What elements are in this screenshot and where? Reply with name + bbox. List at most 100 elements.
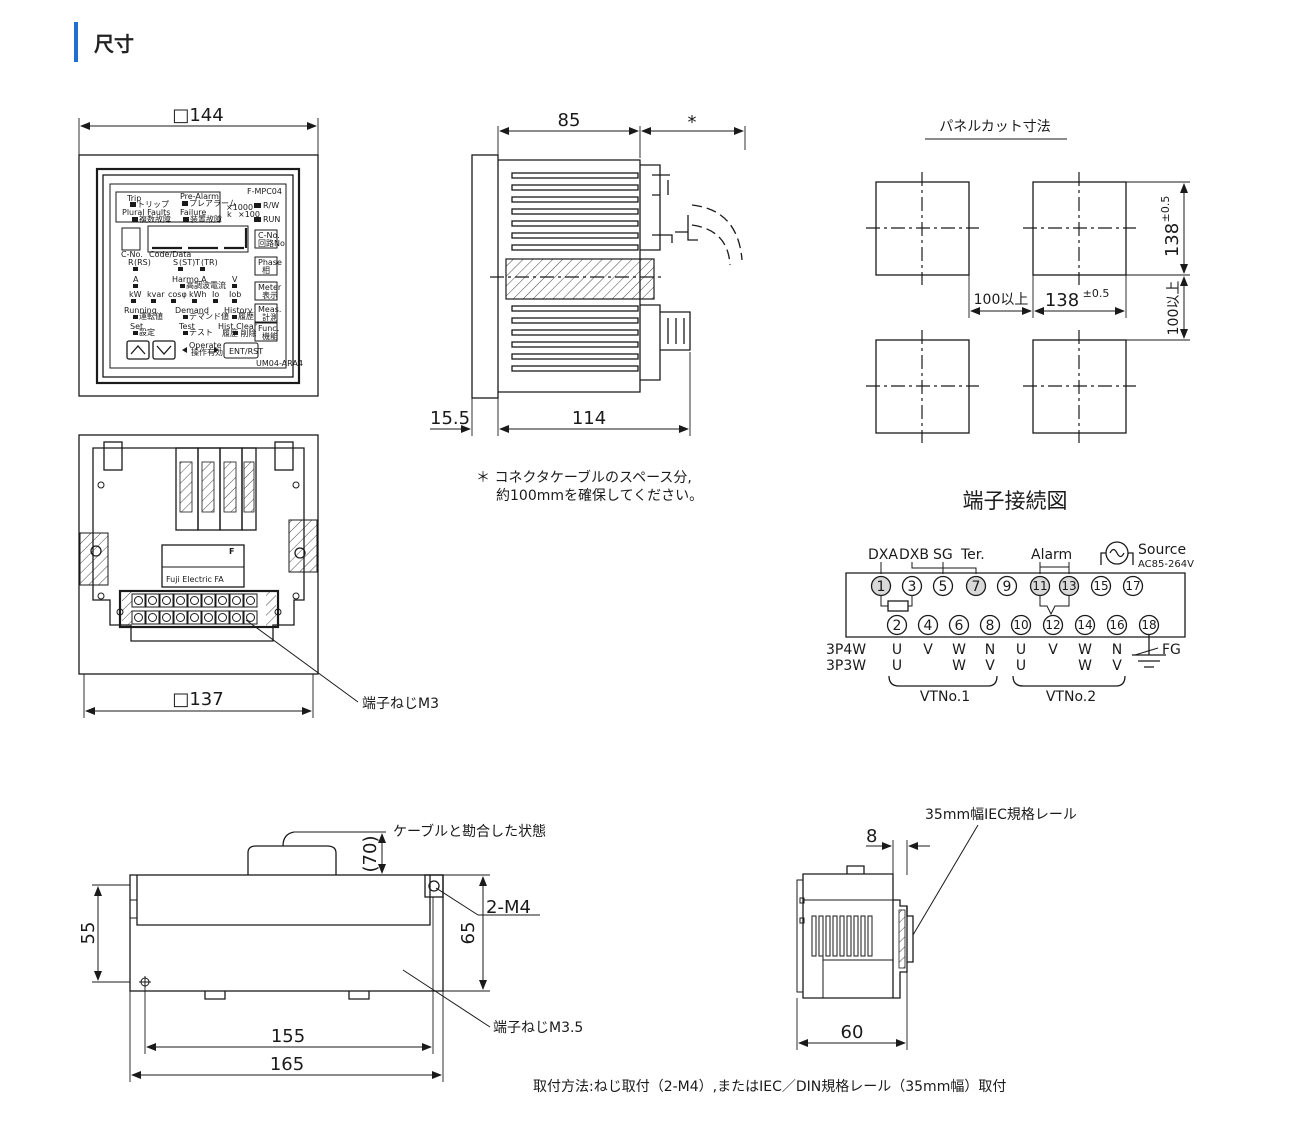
source-voltage: AC85-264V [1138, 559, 1194, 570]
panel-cut-title: パネルカット寸法 [939, 119, 1051, 135]
iob-label: Iob [229, 290, 241, 299]
cno-small-label: C-No. [121, 250, 143, 259]
ground-icon [1132, 635, 1166, 668]
dim-85: 85 [558, 110, 581, 131]
terminal-7: 7 [972, 579, 981, 595]
kw-label: kW [129, 290, 142, 299]
side-note-line1: ＊ コネクタケーブルのスペース分, [476, 469, 692, 486]
down-button-shape [152, 340, 176, 360]
a-label: A [133, 275, 139, 284]
panel-cut-diagram: パネルカット寸法 138 ±0.5 100以上 100以上 138 [866, 119, 1190, 443]
trip-sub: トリップ [137, 200, 169, 209]
kwh-label: kWh [189, 290, 207, 299]
chevron-up-icon [130, 345, 146, 355]
front-view: □144 F-MPC04 Trip トリップ Pre-Alarm プレアラーム … [78, 105, 319, 397]
terminal-block [118, 589, 280, 629]
plural-sub: 複数故障 [139, 214, 171, 224]
meas-button: Meas. [258, 305, 281, 314]
v-label: V [232, 275, 238, 284]
m4-label: 2-M4 [486, 897, 531, 918]
section-accent-bar [74, 22, 78, 62]
terminal-17: 17 [1125, 579, 1140, 593]
p3-w1: W [952, 658, 966, 674]
rail-mount-view: 35mm幅IEC規格レール 8 60 [533, 807, 1077, 1095]
dim-60: 60 [841, 1022, 864, 1043]
top-terminal-row: 1 3 5 7 9 11 13 15 17 [870, 575, 1144, 597]
part-number: UM04-ARA4 [256, 359, 303, 368]
trip-label: Trip [126, 194, 141, 203]
io-label: Io [212, 290, 219, 299]
operate-label: Operate [189, 341, 222, 350]
p4-u2: U [1016, 642, 1026, 658]
back-width-label: □137 [172, 689, 223, 710]
hist-sub: 履歴 削除 [222, 328, 257, 338]
history-sub: 履歴 [238, 312, 254, 321]
test-sub: テスト [189, 328, 213, 337]
running-label: Running [124, 306, 157, 315]
front-panel-labels: F-MPC04 Trip トリップ Pre-Alarm プレアラーム Plura… [115, 187, 303, 368]
st-label: (ST) [179, 258, 195, 267]
right-triangle-icon [214, 347, 219, 353]
front-width-label: □144 [172, 105, 223, 126]
terminal-13: 13 [1061, 579, 1076, 593]
code-data-label: Code/Data [149, 250, 191, 259]
alarm-label: Alarm [1031, 547, 1072, 563]
r-label: R [128, 258, 134, 267]
terminal-14: 14 [1077, 618, 1092, 632]
dim-114: 114 [572, 408, 606, 429]
section-header: 尺寸 [74, 22, 134, 62]
operate-sub: 操作有効 [191, 347, 223, 357]
dim-100-horizontal: 100以上 [974, 292, 1029, 308]
vt1-label: VTNo.1 [920, 689, 970, 705]
vt2-label: VTNo.2 [1046, 689, 1096, 705]
phase-sub: 相 [262, 265, 270, 275]
demand-sub: デマンド値 [189, 311, 229, 321]
dim-155: 155 [271, 1026, 305, 1047]
terminal-2: 2 [893, 618, 902, 634]
plural-faults-label: Plural Faults [122, 208, 170, 217]
side-fins [511, 172, 639, 372]
cable-label: ケーブルと勘合した状態 [393, 823, 546, 840]
test-label: Test [178, 322, 195, 331]
mounting-method: 取付方法:ねじ取付（2-M4）,またはIEC／DIN規格レール（35mm幅）取付 [533, 1079, 1006, 1095]
p4-v1: V [923, 642, 933, 658]
dim-star: * [688, 112, 697, 133]
side-note-line2: 約100mmを確保してください。 [496, 488, 703, 504]
terminal-5: 5 [939, 579, 948, 595]
rs-label: (RS) [134, 258, 151, 267]
p3-v2: V [1112, 658, 1122, 674]
rw-label: R/W [263, 201, 279, 210]
terminal-10: 10 [1013, 618, 1028, 632]
p3-u2: U [1016, 658, 1026, 674]
terminal-6: 6 [955, 618, 964, 634]
terminal-15: 15 [1093, 579, 1108, 593]
terminal-12: 12 [1045, 618, 1060, 632]
terminal-connection-diagram: 端子接続図 DXA DXB SG Ter. Alarm Source AC85-… [826, 489, 1194, 705]
ent-rst-button: ENT/RST [229, 347, 263, 356]
hist-clear-label: Hist.Clear [218, 322, 258, 331]
dim-138-vertical: 138 [1162, 223, 1183, 257]
fg-label: FG [1162, 642, 1181, 658]
terminal-18: 18 [1141, 618, 1156, 632]
tol-vertical: ±0.5 [1159, 196, 1172, 223]
failure-label: Failure [180, 208, 206, 217]
terminal-16: 16 [1109, 618, 1124, 632]
ter-label: Ter. [960, 547, 985, 563]
func-sub: 機能 [262, 331, 278, 341]
back-connectors [175, 447, 257, 531]
bottom-view: (70) ケーブルと勘合した状態 55 65 2-M4 端子ねじM3.5 [78, 823, 583, 1082]
source-label: Source [1138, 542, 1186, 558]
meter-button: Meter [258, 283, 282, 292]
dim-55: 55 [78, 922, 99, 945]
x100-label: ×100 [238, 210, 260, 219]
history-label: History [224, 306, 253, 315]
row-3p4w-label: 3P4W [826, 642, 866, 658]
phase-3p3w-labels: U W V U W V [892, 658, 1122, 674]
phase-3p4w-labels: U V W N U V W N [892, 642, 1122, 658]
set-sub: 設定 [139, 327, 155, 337]
terminal-1: 1 [877, 579, 886, 595]
dim-15-5: 15.5 [430, 408, 470, 429]
running-sub: 運転値 [139, 311, 163, 321]
chevron-down-icon [156, 345, 172, 355]
